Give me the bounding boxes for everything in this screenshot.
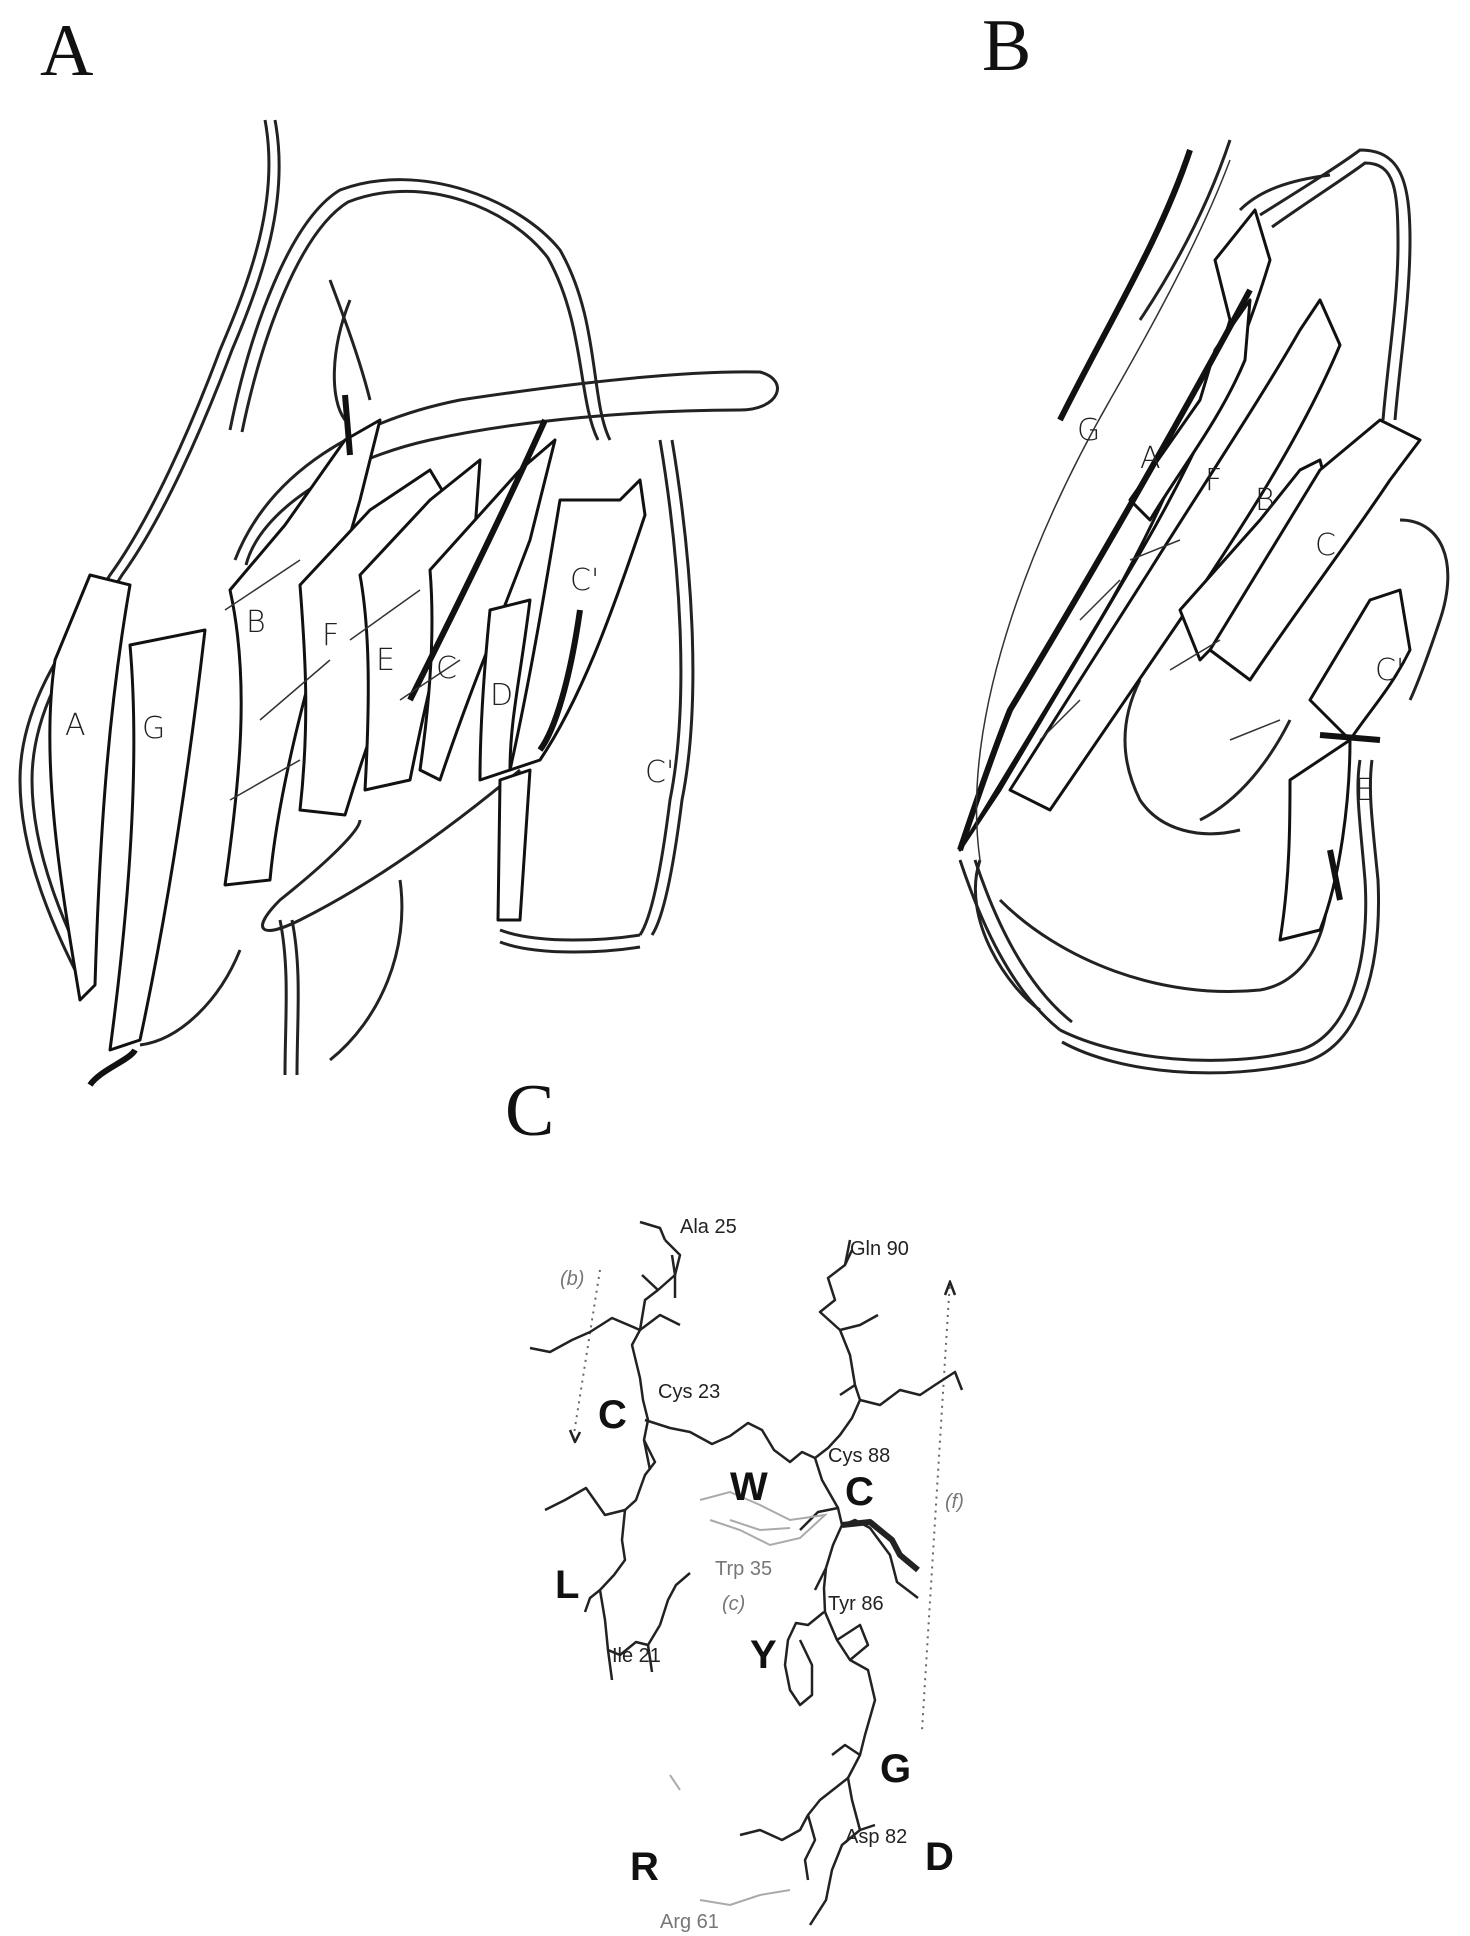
panel-a-strand-a: A bbox=[65, 708, 86, 743]
motif-letter-r: R bbox=[630, 1845, 659, 1889]
panel-b-strand-b: B bbox=[1255, 483, 1275, 518]
panel-a-strand-d: D bbox=[490, 678, 513, 713]
panel-b-edge-3 bbox=[1320, 735, 1380, 740]
residue-ala25: Ala 25 bbox=[680, 1216, 737, 1238]
arg61-side-chain bbox=[670, 1775, 790, 1905]
residue-cys23: Cys 23 bbox=[658, 1381, 720, 1403]
strand-label-f: (f) bbox=[945, 1491, 964, 1513]
panel-c-stick-model: C W C L Y G D R Ala 25 Gln 90 Cys 23 Cys… bbox=[530, 1216, 964, 1933]
residue-arg61: Arg 61 bbox=[660, 1911, 719, 1933]
motif-letter-d: D bbox=[925, 1835, 954, 1879]
residue-cys88: Cys 88 bbox=[828, 1445, 890, 1467]
panel-a-strand-c: C bbox=[436, 651, 457, 686]
panel-label-a: A bbox=[40, 10, 93, 92]
panel-a-strands bbox=[50, 420, 645, 1050]
motif-letter-w: W bbox=[730, 1465, 768, 1509]
motif-letter-y: Y bbox=[750, 1633, 777, 1677]
panel-b-strand-g: G bbox=[1077, 413, 1100, 448]
panel-a-ribbon-diagram: A G B F E C D C' C" bbox=[20, 120, 777, 1085]
disulfide-bridge bbox=[645, 1420, 815, 1462]
panel-b-strand-a: A bbox=[1140, 441, 1161, 476]
motif-letter-l: L bbox=[555, 1563, 579, 1607]
panel-a-strand-c-prime: C' bbox=[570, 563, 599, 598]
panel-b-strand-c: C bbox=[1315, 528, 1336, 563]
panel-a-strand-f: F bbox=[322, 618, 339, 653]
motif-letter-c2: C bbox=[845, 1470, 874, 1514]
strand-label-c: (c) bbox=[722, 1593, 745, 1615]
panel-a-edge-4 bbox=[90, 1050, 135, 1085]
strand-b-direction bbox=[573, 1270, 600, 1440]
motif-letter-c1: C bbox=[598, 1393, 627, 1437]
panel-a-strand-b: B bbox=[246, 605, 266, 640]
panel-b-edge-1 bbox=[1060, 150, 1190, 420]
residue-trp35: Trp 35 bbox=[715, 1558, 772, 1580]
residue-asp82: Asp 82 bbox=[845, 1826, 907, 1848]
panel-label-b: B bbox=[982, 5, 1031, 87]
cys88-side-chain bbox=[842, 1522, 918, 1570]
panel-b-strand-e: E bbox=[1355, 773, 1374, 808]
panel-a-strand-c-double-prime: C" bbox=[645, 755, 680, 790]
panel-b-strand-c-prime: C' bbox=[1375, 653, 1404, 688]
motif-letter-g: G bbox=[880, 1747, 911, 1791]
panel-b-strand-f: F bbox=[1205, 463, 1222, 498]
panel-b-ribbon-diagram: G A F B C C' E bbox=[960, 140, 1448, 1073]
residue-gln90: Gln 90 bbox=[850, 1238, 909, 1260]
panel-label-c: C bbox=[505, 1070, 554, 1152]
strand-label-b: (b) bbox=[560, 1268, 584, 1290]
left-backbone bbox=[600, 1240, 680, 1655]
residue-tyr86: Tyr 86 bbox=[828, 1593, 884, 1615]
residue-ile21: Ile 21 bbox=[612, 1645, 661, 1667]
panel-a-strand-e: E bbox=[376, 643, 395, 678]
panel-a-strand-g: G bbox=[142, 711, 165, 746]
